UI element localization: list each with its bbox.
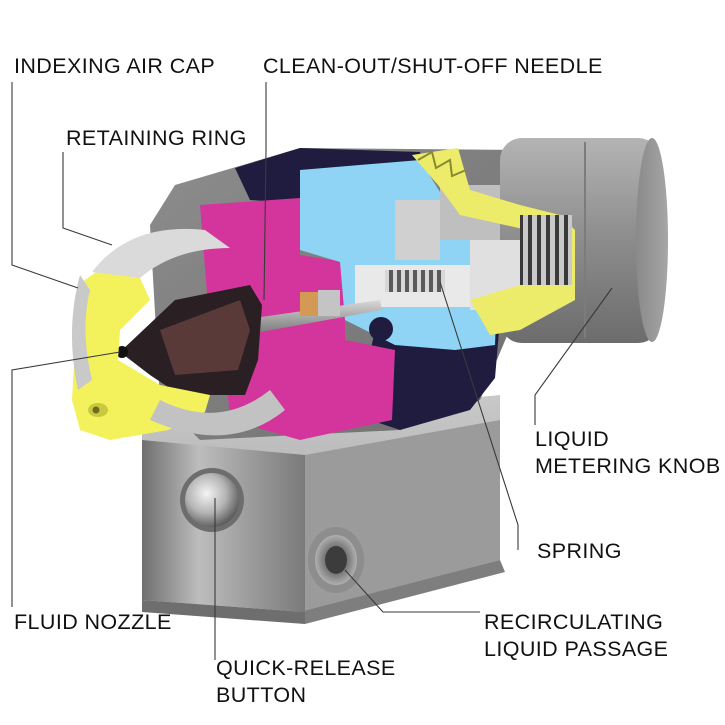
leader-spring — [439, 281, 519, 550]
internal-mechanism — [355, 148, 575, 335]
retaining-ring — [71, 228, 285, 436]
label-liquid-metering-knob: LIQUID METERING KNOB — [535, 427, 721, 478]
indexing-air-cap — [72, 262, 210, 440]
label-indexing-air-cap: INDEXING AIR CAP — [14, 54, 216, 78]
leader-recirculating-passage — [344, 569, 480, 613]
fluid-nozzle — [116, 285, 262, 395]
quick-release-button-ball — [180, 468, 244, 532]
leader-fluid-nozzle — [11, 351, 121, 607]
label-recirculating-liquid-passage: RECIRCULATING LIQUID PASSAGE — [484, 610, 669, 661]
label-retaining-ring: RETAINING RING — [66, 126, 247, 150]
leader-indexing-air-cap — [11, 82, 79, 289]
label-quick-release-button: QUICK-RELEASE BUTTON — [216, 656, 396, 707]
leader-lines — [11, 82, 613, 660]
label-fluid-nozzle: FLUID NOZZLE — [14, 610, 172, 634]
recirculating-passage-port — [308, 527, 364, 593]
label-spring: SPRING — [537, 539, 622, 563]
leader-clean-out-needle — [263, 82, 267, 301]
leader-retaining-ring — [62, 152, 113, 246]
label-clean-out-shut-off-needle: CLEAN-OUT/SHUT-OFF NEEDLE — [263, 54, 603, 78]
leader-liquid-metering-knob — [534, 287, 613, 425]
